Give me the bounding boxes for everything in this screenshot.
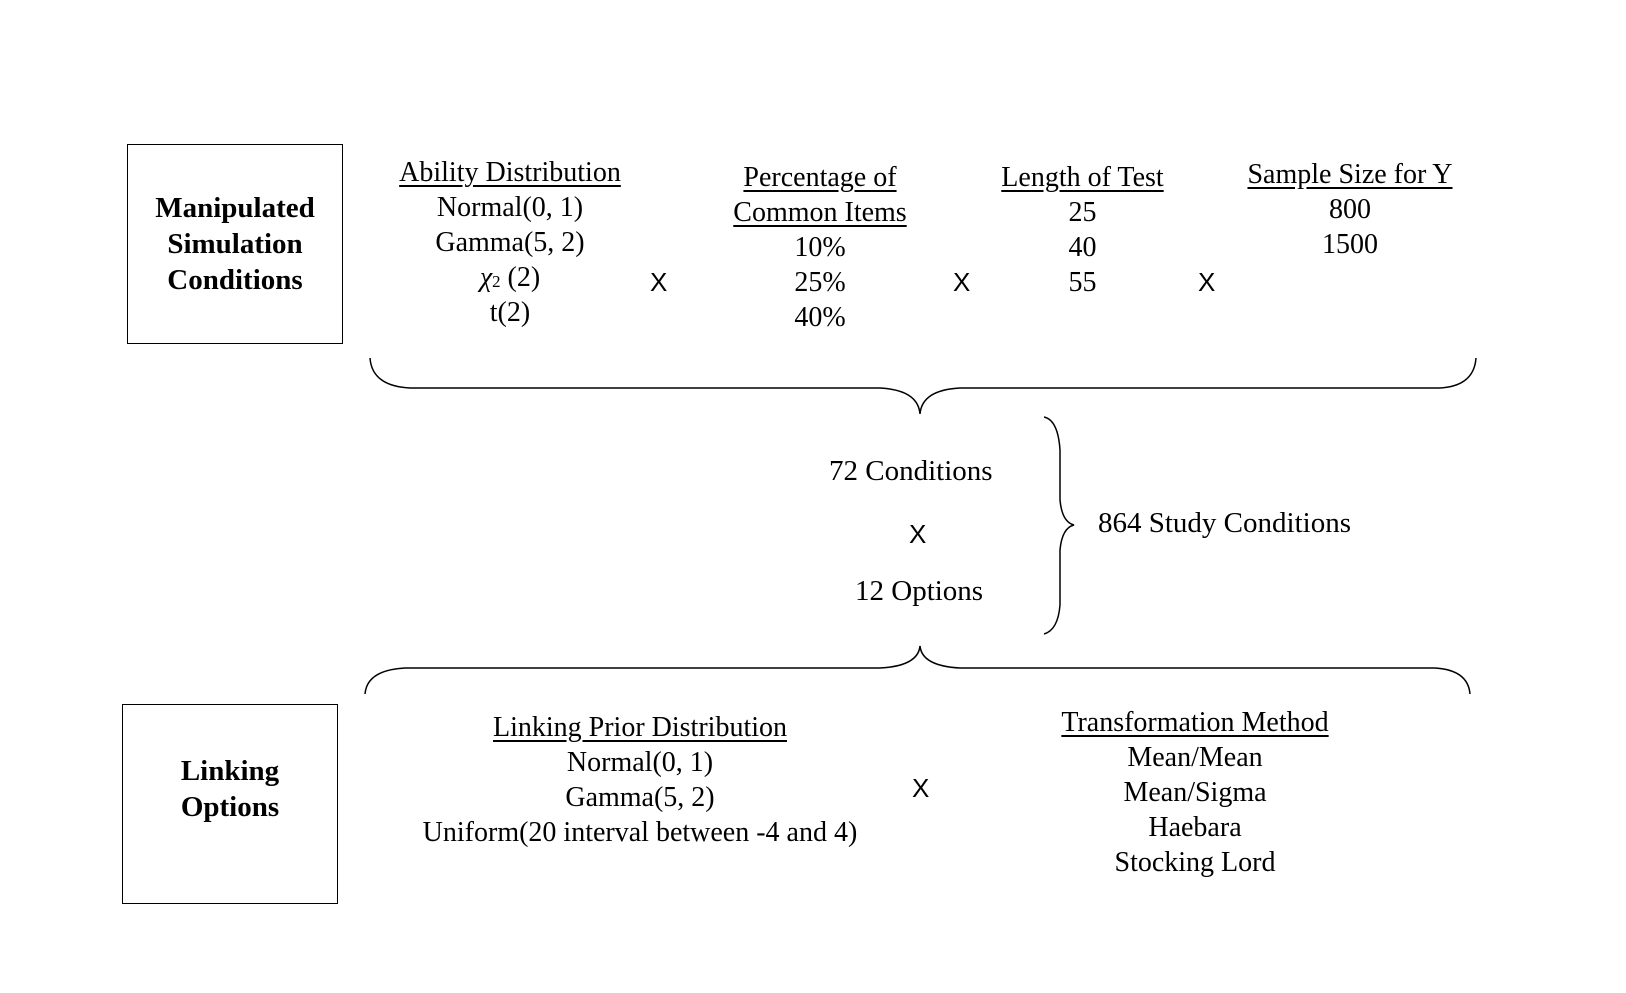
top-horizontal-brace (369, 357, 1477, 415)
common-items-heading-line2: Common Items (733, 197, 907, 228)
vertical-brace (1043, 416, 1075, 635)
common-items-40: 40% (794, 302, 846, 333)
transformation-heading: Transformation Method (1061, 707, 1329, 738)
linking-prior-uniform: Uniform(20 interval between -4 and 4) (422, 817, 858, 848)
transformation-haebara: Haebara (1148, 812, 1242, 843)
transformation-mean-sigma: Mean/Sigma (1123, 777, 1267, 808)
ability-item-chi-square: χ2 (2) (365, 260, 655, 295)
ability-distribution-column: Ability Distribution Normal(0, 1) Gamma(… (365, 155, 655, 330)
sample-size-1500: 1500 (1322, 229, 1378, 260)
times-operator-2: X (953, 267, 971, 297)
ability-item-gamma: Gamma(5, 2) (435, 227, 585, 258)
linking-prior-column: Linking Prior Distribution Normal(0, 1) … (385, 710, 895, 850)
times-operator-3: X (1198, 267, 1216, 297)
test-length-40: 40 (1068, 232, 1097, 263)
times-operator-1: X (650, 267, 668, 297)
test-length-55: 55 (1068, 267, 1097, 298)
common-items-column: Percentage of Common Items 10% 25% 40% (700, 160, 940, 335)
sample-size-heading: Sample Size for Y (1247, 159, 1453, 190)
ability-item-t: t(2) (489, 297, 531, 328)
times-operator-bottom: X (912, 773, 930, 803)
manipulated-conditions-box: Manipulated Simulation Conditions (127, 144, 343, 344)
linking-box-line2: Options (180, 791, 280, 823)
common-items-10: 10% (794, 232, 846, 263)
manipulated-box-line1: Manipulated (155, 192, 315, 224)
options-count: 12 Options (855, 575, 984, 607)
sample-size-column: Sample Size for Y 800 1500 (1225, 157, 1475, 262)
sample-size-800: 800 (1329, 194, 1371, 225)
linking-box-line1: Linking (180, 755, 280, 787)
chi-symbol: χ (479, 262, 493, 293)
linking-prior-normal: Normal(0, 1) (566, 747, 714, 778)
ability-item-normal: Normal(0, 1) (436, 192, 584, 223)
linking-prior-gamma: Gamma(5, 2) (565, 782, 715, 813)
ability-distribution-heading: Ability Distribution (399, 157, 621, 188)
manipulated-box-line2: Simulation (167, 228, 303, 260)
study-conditions-count: 864 Study Conditions (1098, 507, 1351, 539)
bottom-horizontal-brace (364, 645, 1471, 695)
test-length-25: 25 (1068, 197, 1097, 228)
test-length-column: Length of Test 25 40 55 (975, 160, 1190, 300)
chi-superscript: 2 (492, 272, 501, 291)
common-items-25: 25% (794, 267, 846, 298)
test-length-heading: Length of Test (1001, 162, 1164, 193)
common-items-heading-line1: Percentage of (743, 162, 897, 193)
conditions-count: 72 Conditions (829, 455, 993, 487)
transformation-stocking-lord: Stocking Lord (1114, 847, 1276, 878)
times-operator-middle: X (909, 519, 927, 549)
chi-df: (2) (507, 262, 541, 293)
transformation-mean-mean: Mean/Mean (1127, 742, 1263, 773)
manipulated-box-line3: Conditions (167, 264, 303, 296)
linking-prior-heading: Linking Prior Distribution (493, 712, 787, 743)
linking-options-box: Linking Options (122, 704, 338, 904)
transformation-column: Transformation Method Mean/Mean Mean/Sig… (1025, 705, 1365, 880)
